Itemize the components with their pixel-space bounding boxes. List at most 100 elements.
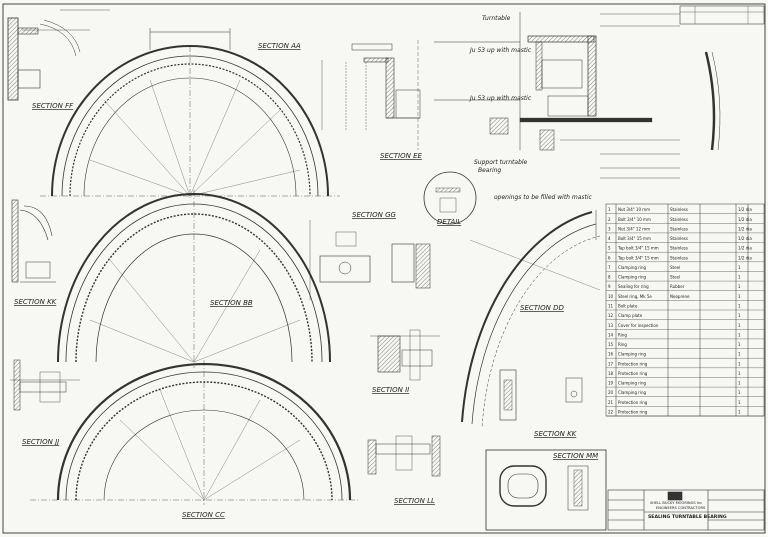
parts-row-number: 14 xyxy=(608,332,614,337)
parts-row-number: 3 xyxy=(608,226,611,231)
section-jj-label: SECTION JJ xyxy=(22,438,59,446)
parts-row-qty: 1 xyxy=(738,410,741,415)
parts-row-description: Clamping ring xyxy=(618,352,647,357)
section-mm-label: SECTION MM xyxy=(553,452,598,460)
parts-row-qty: 1 xyxy=(738,361,741,366)
title-block xyxy=(607,489,765,531)
parts-row-description: Protection ring xyxy=(618,410,648,415)
parts-row-description: Clamp plate xyxy=(618,313,643,318)
section-aa-view xyxy=(40,28,340,200)
parts-row-description: Sealing for ring xyxy=(618,284,649,289)
parts-row-number: 8 xyxy=(608,275,611,280)
parts-row-qty: 1/2 dia xyxy=(738,226,752,231)
parts-row-description: Bolt 3/4" 15 mm xyxy=(618,236,651,241)
detail-circle xyxy=(423,171,477,225)
section-kk-right-label: SECTION KK xyxy=(534,430,578,438)
parts-row-material: Stainless xyxy=(670,226,688,231)
parts-row-number: 18 xyxy=(608,371,614,376)
parts-row-qty: 1 xyxy=(738,304,741,309)
parts-row-material: Rubber xyxy=(670,284,685,289)
parts-row-number: 4 xyxy=(608,236,611,241)
parts-row-number: 13 xyxy=(608,323,614,328)
company-line2: ENGINEERS CONTRACTORS xyxy=(656,506,706,510)
parts-row-description: Protection ring xyxy=(618,400,648,405)
parts-row-qty: 1 xyxy=(738,284,741,289)
note-turntable: Turntable xyxy=(482,15,511,22)
parts-row-material: Steel xyxy=(670,275,680,280)
section-aa-label: SECTION AA xyxy=(258,42,301,50)
parts-row-material: Stainless xyxy=(670,255,688,260)
parts-row-number: 6 xyxy=(608,255,611,260)
parts-row-description: Tap bolt 3/4" 15 mm xyxy=(617,255,659,260)
parts-row-description: Bolt plate xyxy=(618,304,638,309)
section-kk-left-label: SECTION KK xyxy=(14,298,58,306)
note-mastic-mid: Ju 53 up with mastic xyxy=(469,95,532,102)
turntable-section xyxy=(434,12,721,179)
parts-row-description: Tap bolt 3/4" 15 mm xyxy=(617,246,659,251)
parts-row-number: 9 xyxy=(608,284,611,289)
note-support-1: Support turntable xyxy=(474,159,528,166)
section-bb-view xyxy=(57,190,331,368)
parts-row-number: 22 xyxy=(608,410,614,415)
parts-row-number: 11 xyxy=(608,304,614,309)
section-ii-view xyxy=(370,329,440,381)
parts-row-material: Stainless xyxy=(670,207,688,212)
parts-row-number: 12 xyxy=(608,313,614,318)
parts-row-qty: 1 xyxy=(738,352,741,357)
parts-row-number: 15 xyxy=(608,342,614,347)
parts-row-material: Neoprene xyxy=(670,294,690,299)
section-kk-left-view xyxy=(11,199,56,283)
parts-row-number: 16 xyxy=(608,352,614,357)
section-dd-label: SECTION DD xyxy=(520,304,564,312)
section-cc-label: SECTION CC xyxy=(182,511,225,519)
company-line1: SHELL BUCKY MOORINGS Inc xyxy=(650,501,702,505)
drawing-title: SEALING TURNTABLE BEARING xyxy=(648,514,727,520)
parts-row-number: 21 xyxy=(608,400,614,405)
parts-row-qty: 1 xyxy=(738,294,741,299)
parts-row-description: Protection ring xyxy=(618,371,648,376)
sheet-border xyxy=(2,3,766,534)
parts-row-material: Stainless xyxy=(670,236,688,241)
section-jj-view xyxy=(10,359,80,411)
parts-row-qty: 1/2 dia xyxy=(738,207,752,212)
section-dd-view xyxy=(461,210,601,429)
section-mm-view xyxy=(485,449,607,531)
note-support-2: Bearing xyxy=(478,167,501,174)
section-ll-label: SECTION LL xyxy=(394,497,435,505)
parts-row-number: 7 xyxy=(608,265,611,270)
parts-row-qty: 1 xyxy=(738,390,741,395)
parts-row-description: Nut 3/4" 10 mm xyxy=(618,207,650,212)
parts-row-description: Protection ring xyxy=(618,361,648,366)
parts-row-material: Steel xyxy=(670,265,680,270)
detail-label: DETAIL xyxy=(437,218,461,226)
parts-row-number: 5 xyxy=(608,246,611,251)
section-ff-label: SECTION FF xyxy=(32,102,74,110)
section-ll-view xyxy=(367,435,441,477)
parts-row-description: Clamping ring xyxy=(618,390,647,395)
revision-box xyxy=(679,5,765,25)
parts-row-number: 10 xyxy=(608,294,614,299)
parts-row-material: Stainless xyxy=(670,217,688,222)
parts-row-qty: 1 xyxy=(738,400,741,405)
section-gg-label: SECTION GG xyxy=(352,211,396,219)
parts-row-description: Cover for inspection xyxy=(618,323,659,328)
parts-row-qty: 1 xyxy=(738,342,741,347)
section-ii-label: SECTION II xyxy=(372,386,409,394)
parts-row-number: 20 xyxy=(608,390,614,395)
section-cc-view xyxy=(30,360,360,505)
parts-row-qty: 1/2 dia xyxy=(738,255,752,260)
parts-row-qty: 1 xyxy=(738,332,741,337)
section-ee-label: SECTION EE xyxy=(380,152,422,160)
parts-row-qty: 1/2 dia xyxy=(738,236,752,241)
parts-row-description: Clamping ring xyxy=(618,275,647,280)
parts-row-description: Nut 3/4" 12 mm xyxy=(618,226,650,231)
section-ee-view xyxy=(321,40,421,150)
parts-row-number: 17 xyxy=(608,361,614,366)
parts-row-qty: 1 xyxy=(738,371,741,376)
parts-row-qty: 1 xyxy=(738,323,741,328)
section-gg-view xyxy=(309,220,431,300)
parts-row-qty: 1/2 dia xyxy=(738,246,752,251)
parts-row-description: Ring xyxy=(618,342,627,347)
